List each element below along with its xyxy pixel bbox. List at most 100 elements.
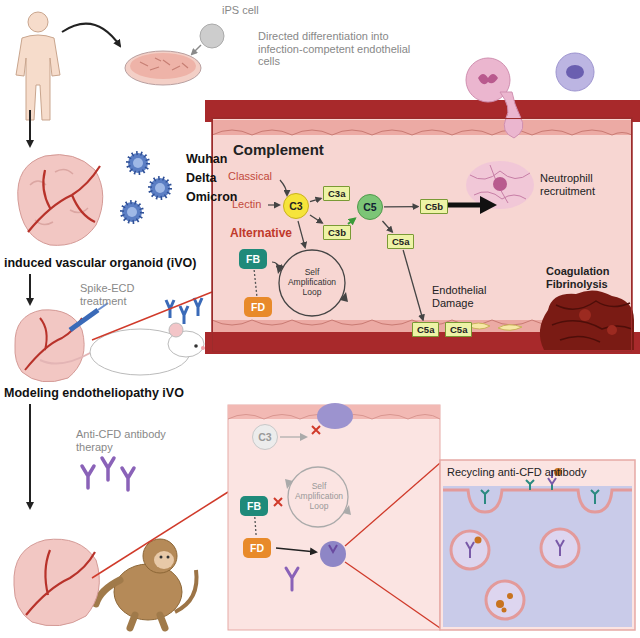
mouse [201, 346, 205, 350]
virus-particles [122, 202, 142, 222]
donor-figure [28, 12, 48, 32]
donor-figure [16, 12, 60, 120]
annotation-label: Omicron [186, 190, 237, 204]
monkey [160, 556, 163, 559]
endosome-inset [481, 490, 489, 504]
leader-line [92, 492, 228, 578]
monkey [114, 564, 182, 620]
blood-clot [552, 301, 632, 342]
antibody-icons [122, 468, 134, 490]
complement-circle: C3 [283, 193, 309, 219]
treated-vessel [274, 498, 282, 506]
monkey [143, 539, 177, 573]
node-text: Complement [233, 141, 611, 158]
annotation-label: Classical [228, 170, 272, 183]
endosome-inset [541, 529, 579, 567]
endosome-inset [507, 593, 513, 599]
ips-cell [200, 24, 224, 48]
neutrophil-trap [493, 177, 507, 191]
factor-d-box: FD [243, 538, 271, 558]
endosome-inset [466, 542, 474, 558]
blood-vessel [212, 130, 632, 135]
treated-vessel [312, 426, 320, 434]
fragment-box: C5a [445, 322, 472, 337]
endosome-inset [496, 600, 504, 608]
endosome-inset [591, 490, 599, 504]
pathway-connector [382, 221, 392, 232]
node-text: FB [246, 253, 260, 265]
vascular-organoid [18, 155, 103, 246]
treated-vessel [228, 405, 440, 630]
pathway-connector [310, 215, 322, 223]
inhibited-c3-circle: C3 [252, 424, 278, 450]
fragment-box: C3b [323, 225, 351, 240]
neutrophil-trap [466, 161, 534, 209]
node-text: C3b [328, 227, 346, 238]
amplification-loop [276, 264, 348, 302]
mouse [169, 323, 183, 337]
neutrophils [556, 53, 594, 91]
complement-circle: C5 [357, 194, 383, 220]
node-text: C5a [417, 324, 434, 335]
endosome-inset [440, 460, 635, 630]
virus-particles [133, 158, 143, 168]
petri-dish [125, 51, 201, 85]
flow-arrow [29, 274, 31, 304]
treated-vessel [280, 436, 300, 437]
node-text: C3a [328, 188, 345, 199]
virus-particles [150, 178, 170, 198]
blood-clot [607, 325, 617, 335]
neutrophils [566, 65, 584, 79]
annotation-label: Spike-ECD treatment [80, 282, 152, 307]
pathway-connector [403, 250, 423, 320]
annotation-label: Self Amplification Loop [289, 482, 349, 511]
neutrophils [500, 92, 523, 138]
flow-arrow [192, 45, 201, 54]
spike-protein [194, 298, 202, 316]
monkey [130, 615, 165, 628]
vascular-organoid [14, 539, 99, 626]
annotation-label: Neutrophill recruitment [540, 172, 628, 197]
virus-particles [155, 183, 165, 193]
treated-vessel [320, 541, 346, 567]
endosome-inset [526, 480, 534, 490]
annotation-label: Lectin [232, 198, 261, 211]
amplification-loop [276, 250, 348, 316]
pathway-arrow [280, 180, 287, 195]
annotation-label: induced vascular organoid (iVO) [4, 256, 196, 270]
virus-particles [128, 153, 148, 173]
treated-vessel [276, 548, 316, 552]
petri-dish [130, 53, 196, 79]
treated-vessel [317, 403, 353, 429]
recruitment-arrow [448, 203, 482, 208]
leader-line [345, 463, 440, 546]
annotation-label: Delta [186, 171, 217, 185]
endosome-inset [556, 540, 564, 556]
annotation-label: Anti-CFD antibody therapy [76, 428, 176, 453]
antibody-icons [82, 458, 134, 490]
node-text: C5b [425, 201, 443, 212]
pathway-arrow [298, 221, 305, 247]
node-text: FD [251, 301, 265, 313]
petri-dish [125, 51, 201, 85]
virus-particles [127, 207, 137, 217]
vascular-organoid [26, 550, 95, 615]
flow-arrow [29, 404, 31, 508]
endosome-inset [486, 581, 524, 619]
fragment-box: C5a [412, 322, 439, 337]
spike-protein [166, 298, 202, 324]
endosome-inset [451, 531, 489, 569]
mouse [40, 352, 92, 364]
treated-vessel [329, 545, 337, 552]
annotation-label: Wuhan [186, 152, 227, 166]
treated-vessel [286, 568, 298, 590]
annotation-label: Directed differentiation into infection-… [258, 30, 418, 68]
treated-vessel [285, 479, 351, 515]
vascular-organoid [30, 169, 88, 224]
leader-line [345, 562, 440, 628]
endosome-inset [443, 486, 632, 627]
syringe [70, 303, 108, 330]
vascular-organoid [28, 166, 100, 232]
factor-b-box: FB [240, 496, 268, 516]
